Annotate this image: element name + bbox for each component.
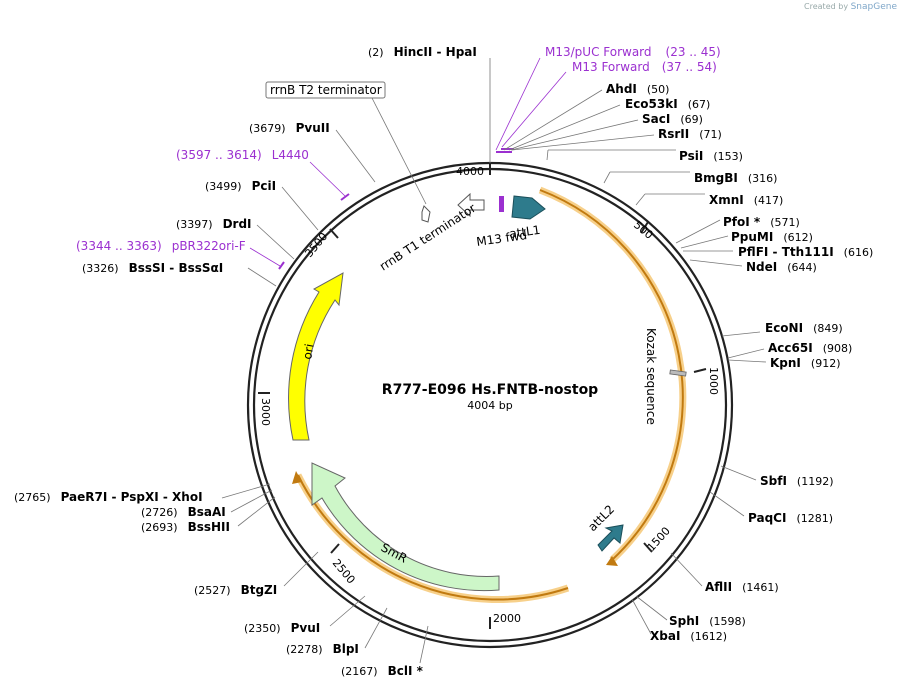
orf-arc-halo — [538, 186, 687, 563]
snapgene-credit: Created by SnapGene — [804, 2, 897, 12]
orf-arrowhead — [606, 556, 618, 566]
rrnb-t2-arrow — [421, 205, 431, 223]
site-acc65i[interactable]: Acc65I(908) — [768, 341, 852, 355]
site-sbfi[interactable]: SbfI(1192) — [760, 474, 834, 488]
site-kpni[interactable]: KpnI(912) — [770, 356, 841, 370]
tick-4000: 4000 — [456, 165, 484, 178]
m13-fwd-label: M13 fwd — [475, 228, 527, 249]
primer-m13-puc: M13/pUC Forward(23 .. 45) — [545, 45, 721, 59]
site-paqci[interactable]: PaqCI(1281) — [748, 511, 833, 525]
kozak-mark — [669, 369, 687, 377]
site-econi[interactable]: EcoNI(849) — [765, 321, 843, 335]
kozak-label: Kozak sequence — [644, 328, 658, 425]
orf-arc — [539, 189, 684, 561]
site-btgzi[interactable]: (2527)BtgZI — [194, 583, 277, 597]
m13-fwd-mark — [499, 196, 504, 212]
site-paer7i-pspxi-xhoi[interactable]: (2765)PaeR7I - PspXI - XhoI — [14, 490, 203, 504]
site-eco53ki[interactable]: Eco53kI(67) — [625, 97, 710, 111]
site-bmgbi[interactable]: BmgBI(316) — [694, 171, 777, 185]
site-bsaai[interactable]: (2726)BsaAI — [141, 505, 226, 519]
site-pvuii[interactable]: (3679)PvuII — [249, 121, 330, 135]
site-xmni[interactable]: XmnI(417) — [709, 193, 783, 207]
site-ppumi[interactable]: PpuMI(612) — [731, 230, 813, 244]
site-bcli[interactable]: (2167)BclI * — [341, 664, 424, 678]
site-ahdi[interactable]: AhdI(50) — [606, 82, 669, 96]
plasmid-length: 4004 bp — [467, 399, 512, 412]
site-ndei[interactable]: NdeI(644) — [746, 260, 817, 274]
site-aflii[interactable]: AflII(1461) — [705, 580, 779, 594]
tick-3000: 3000 — [259, 398, 272, 426]
rrnb-t2-label: rrnB T2 terminator — [270, 83, 382, 97]
site-psii[interactable]: PsiI(153) — [679, 149, 743, 163]
site-pcii[interactable]: (3499)PciI — [205, 179, 276, 193]
site-bsssi[interactable]: (3326)BssSI - BssSαI — [82, 261, 223, 275]
site-blpi[interactable]: (2278)BlpI — [286, 642, 359, 656]
ori-label: ori — [300, 343, 316, 361]
attL2-arrow — [597, 524, 624, 552]
rrnb-t1-arrow — [457, 192, 485, 218]
tick-500: 500 — [631, 218, 655, 241]
site-drdi[interactable]: (3397)DrdI — [176, 217, 252, 231]
snapgene-logo: SnapGene — [850, 2, 897, 12]
site-xbai[interactable]: XbaI(1612) — [650, 629, 727, 643]
plasmid-name: R777-E096 Hs.FNTB-nostop — [382, 382, 598, 398]
primer-l4440: (3597 .. 3614)L4440 — [176, 148, 309, 162]
site-pfoi[interactable]: PfoI *(571) — [723, 215, 800, 229]
right-leaders — [489, 58, 767, 635]
tick-1500: 1500 — [645, 525, 673, 555]
tick-1000: 1000 — [707, 367, 720, 395]
site-pflfi-tth111i[interactable]: PflFI - Tth111I(616) — [738, 245, 873, 259]
site-bsshii[interactable]: (2693)BssHII — [141, 520, 230, 534]
site-rsrii[interactable]: RsrII(71) — [658, 127, 722, 141]
site-saci[interactable]: SacI(69) — [642, 112, 703, 126]
tick-2000: 2000 — [493, 612, 521, 625]
left-leaders — [221, 129, 429, 664]
orf2-arrowhead — [292, 471, 302, 484]
ori-arrow — [288, 272, 344, 441]
attL1-arrow — [511, 195, 546, 220]
orf-arc2 — [297, 474, 569, 601]
primer-m13: M13 Forward(37 .. 54) — [572, 60, 717, 74]
rrnb-t2-box — [265, 81, 386, 99]
attL1-label: attL1 — [508, 223, 541, 241]
site-hincii-hpai[interactable]: (2)HincII - HpaI — [368, 45, 477, 59]
site-pvui[interactable]: (2350)PvuI — [244, 621, 320, 635]
site-sphi[interactable]: SphI(1598) — [669, 614, 746, 628]
smr-arrow — [311, 462, 500, 592]
primer-pbr322ori: (3344 .. 3363)pBR322ori-F — [76, 239, 246, 253]
tick-marks — [258, 163, 707, 629]
